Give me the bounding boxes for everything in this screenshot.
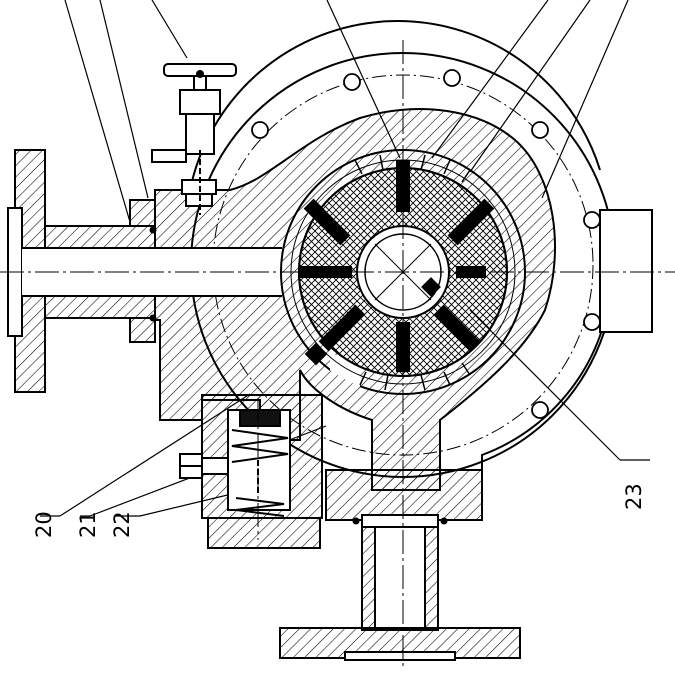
flange-bolt-holes (251, 69, 601, 419)
callout-21: 21 (76, 511, 100, 538)
adjusting-screw (179, 453, 229, 479)
callout-22: 22 (110, 511, 134, 538)
outlet-flange (279, 514, 521, 661)
side-boss (599, 209, 653, 333)
vent-valve (151, 63, 237, 215)
center-lines (0, 40, 675, 668)
callout-23: 23 (622, 483, 646, 510)
callout-20: 20 (32, 511, 56, 538)
vanes (300, 160, 495, 372)
relief-spring (231, 409, 289, 517)
